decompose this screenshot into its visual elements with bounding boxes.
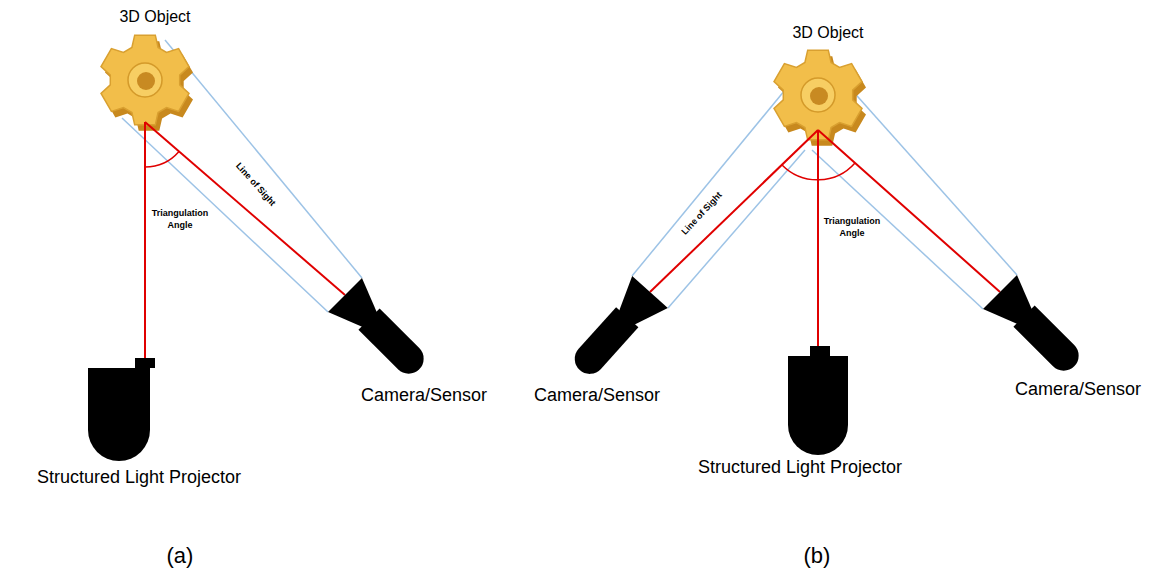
- gear-hole: [810, 87, 828, 105]
- projector-body: [788, 356, 848, 455]
- camera-ray: [818, 130, 1000, 292]
- sight-label: Line of Sight: [678, 189, 726, 240]
- line-of-sight: [165, 40, 362, 278]
- camera-icon: [328, 278, 436, 386]
- gear-hub: [801, 78, 835, 112]
- camera-icon: [983, 275, 1091, 383]
- object-label: 3D Object: [119, 7, 190, 26]
- gear-hole: [137, 72, 155, 90]
- projector-ray: [144, 122, 146, 358]
- gear-object: [774, 50, 862, 140]
- camera-label: Camera/Sensor: [534, 385, 660, 407]
- projector-lens: [810, 346, 830, 356]
- gear-hub: [128, 63, 162, 97]
- line-of-sight: [812, 150, 983, 309]
- camera-icon: [562, 276, 668, 386]
- camera-label: Camera/Sensor: [361, 385, 487, 407]
- camera-label: Camera/Sensor: [1015, 379, 1141, 401]
- projector-lens: [135, 358, 155, 368]
- object-label: 3D Object: [792, 23, 863, 42]
- projector-label: Structured Light Projector: [698, 457, 902, 479]
- line-of-sight: [122, 118, 328, 312]
- camera-ray: [650, 130, 818, 292]
- angle-arc: [782, 163, 855, 180]
- panel-letter: (b): [804, 543, 831, 569]
- line-of-sight: [668, 150, 805, 308]
- sight-label: Line of Sight: [231, 159, 279, 210]
- projector-body: [88, 368, 150, 461]
- projector-label: Structured Light Projector: [37, 467, 241, 489]
- angle-arc: [145, 152, 179, 168]
- angle-label: Triangulation Angle: [817, 216, 887, 239]
- camera-ray: [145, 122, 345, 295]
- angle-label: Triangulation Angle: [145, 208, 215, 231]
- projector-ray: [817, 130, 819, 346]
- panel-letter: (a): [167, 543, 194, 569]
- gear-object: [101, 35, 189, 125]
